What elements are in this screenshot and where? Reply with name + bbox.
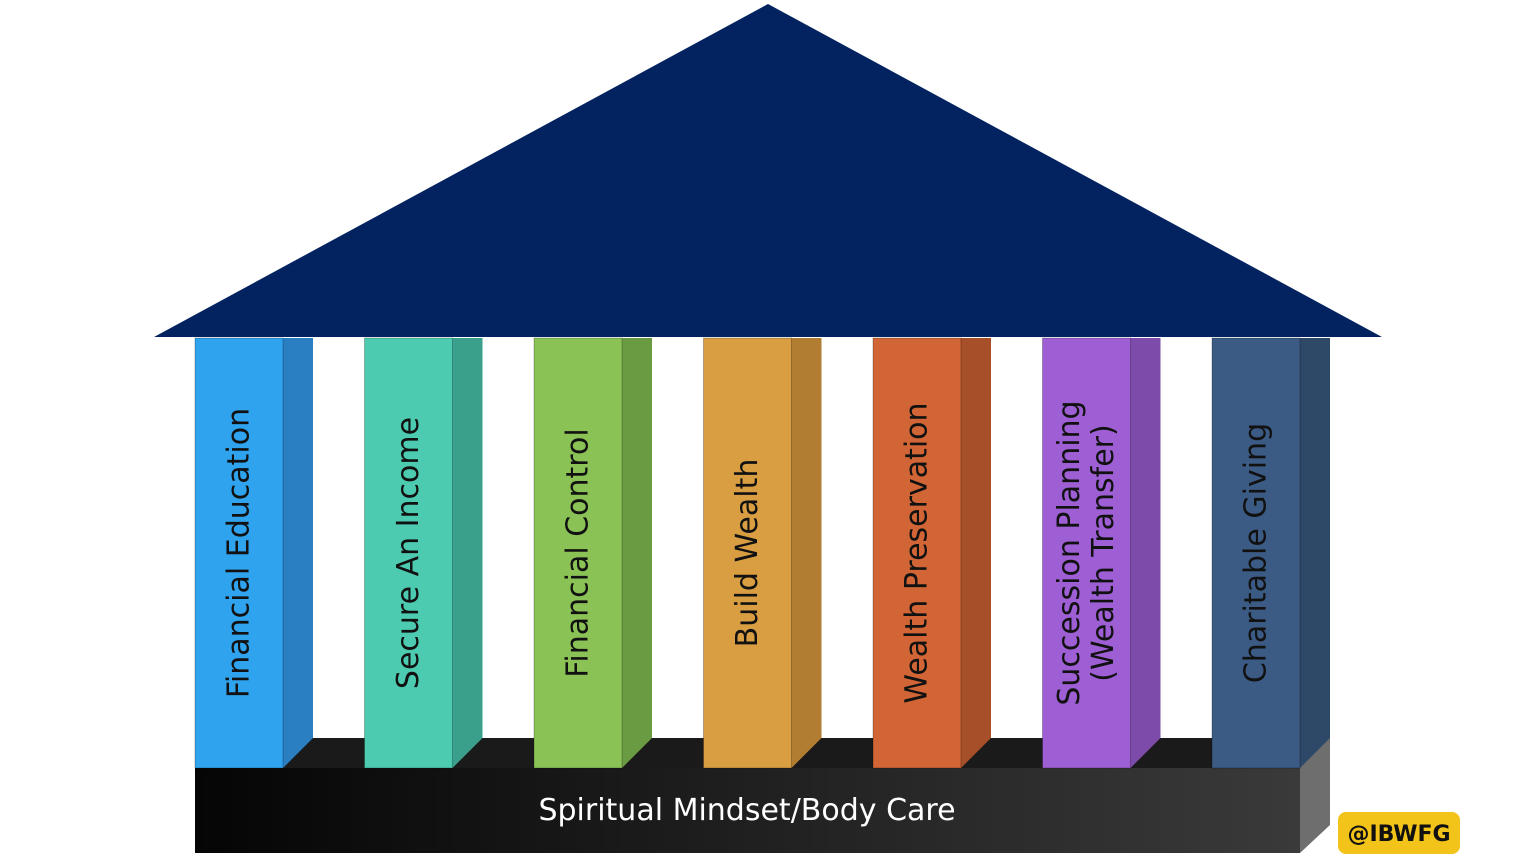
pillar-7: Charitable Giving bbox=[1211, 337, 1330, 769]
foundation-side bbox=[1300, 738, 1330, 853]
foundation-label: Spiritual Mindset/Body Care bbox=[538, 793, 955, 828]
pillar-4: Build Wealth bbox=[703, 337, 822, 769]
handle-tag-background bbox=[1338, 812, 1460, 854]
pillar-side bbox=[622, 338, 652, 768]
handle-tag: @IBWFG bbox=[1338, 812, 1460, 854]
pillar-side bbox=[961, 338, 991, 768]
pillar-front bbox=[1211, 337, 1301, 769]
pillar-label: Financial Control bbox=[561, 428, 596, 677]
pillar-side bbox=[791, 338, 822, 768]
pillar-side bbox=[1300, 338, 1330, 768]
pillars: Financial Education Secure An Income Finan… bbox=[194, 337, 1330, 769]
pillar-front bbox=[533, 337, 623, 769]
pillar-front bbox=[1042, 337, 1131, 769]
pillar-front bbox=[872, 337, 962, 769]
pillar-front bbox=[364, 337, 453, 769]
pillar-side bbox=[1130, 338, 1161, 768]
pillar-label: Succession Planning bbox=[1052, 400, 1087, 705]
foundation-front bbox=[195, 768, 1300, 853]
pillar-front bbox=[194, 337, 284, 769]
pillar-5: Wealth Preservation bbox=[872, 337, 991, 769]
pillar-side bbox=[452, 338, 483, 768]
pillar-6: Succession Planning(Wealth Transfer) bbox=[1042, 337, 1161, 769]
pillar-label: Build Wealth bbox=[730, 459, 765, 648]
pillar-3: Financial Control bbox=[533, 337, 652, 769]
pillar-2: Secure An Income bbox=[364, 337, 483, 769]
pillar-label: Wealth Preservation bbox=[900, 402, 935, 703]
pillar-label: Secure An Income bbox=[391, 417, 426, 689]
pillar-label: Financial Education bbox=[222, 408, 257, 698]
pillar-1: Financial Education bbox=[194, 337, 313, 769]
pillar-front bbox=[703, 337, 792, 769]
pillar-label: Charitable Giving bbox=[1239, 423, 1274, 683]
pillar-label: (Wealth Transfer) bbox=[1086, 424, 1121, 681]
roof bbox=[154, 4, 1382, 337]
pillar-side bbox=[283, 338, 313, 768]
handle-tag-label: @IBWFG bbox=[1347, 822, 1450, 847]
